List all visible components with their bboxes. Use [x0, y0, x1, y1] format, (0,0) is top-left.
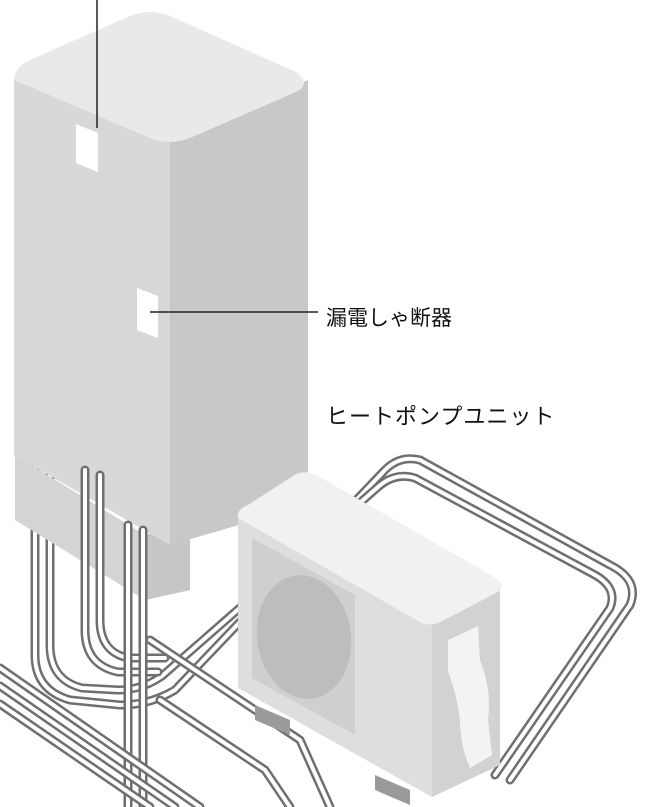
breaker-label: 漏電しゃ断器 [326, 306, 452, 330]
fan-grille-icon [256, 575, 352, 699]
tank-upper-panel [76, 124, 98, 172]
heat-pump-top-face [237, 472, 502, 625]
tank-base-side [145, 525, 190, 600]
tank-front-face [14, 80, 170, 545]
pipe-diag-3-core [0, 702, 152, 807]
heat-pump-label: ヒートポンプユニット [326, 405, 556, 430]
pipe-diag-4-core [148, 638, 332, 807]
piping-front [0, 465, 335, 807]
pipe-diag-2-core [0, 684, 177, 807]
heat-pump-foot-right [375, 775, 410, 805]
breaker-panel [137, 288, 158, 338]
service-cover [448, 626, 492, 768]
pipe-loop-outer-core [33, 453, 635, 782]
pipe-down-1-core [83, 468, 160, 674]
pipe-diag-5-core [158, 698, 292, 807]
heat-pump-foot-left [255, 705, 290, 735]
heat-pump-unit [237, 472, 502, 805]
tank-top-face [14, 12, 304, 142]
pipe-diag-1-core [0, 666, 202, 807]
